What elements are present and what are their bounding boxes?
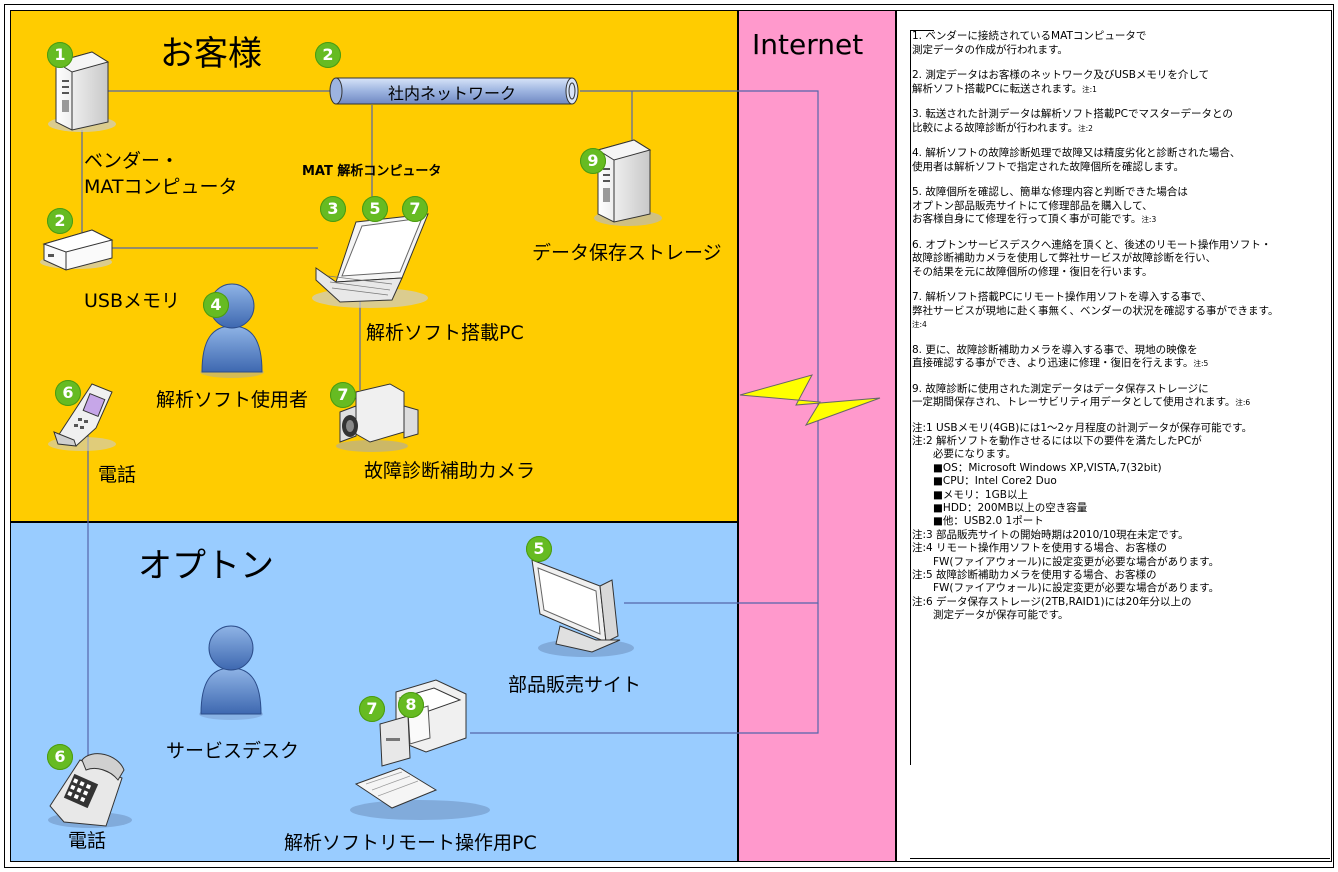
connection-lines [81,90,819,760]
usb-memory-icon [40,229,114,271]
storage-tower-icon [594,139,662,226]
footnote-line: ■メモリ：1GB以上 [912,488,1028,501]
notes-panel [896,10,1332,862]
footnote-line: FW(ファイアウォール)に設定変更が必要な場合があります。 [912,582,1220,595]
note-item-7: 7. 解析ソフト搭載PCにリモート操作用ソフトを導入する事で、 弊社サービスが現… [912,291,1279,329]
notes-top-line [910,30,934,31]
service-desk-person-icon [199,625,263,720]
line-internet-remote [470,603,819,734]
note-item-8: 8. 更に、故障診断補助カメラを導入する事で、現地の映像を 直接確認する事ができ… [912,343,1209,370]
badge-user: 4 [203,292,229,318]
remote-pc-label: 解析ソフトリモート操作用PC [284,832,537,854]
note-item-1: 1. ベンダーに接続されているMATコンピュータで 測定データの作成が行われます… [912,30,1147,56]
vendor-pc-label-line2: MATコンピュータ [84,176,238,198]
footnote-line: ■OS：Microsoft Windows XP,VISTA,7(32bit) [912,461,1162,474]
internet-zone-title: Internet [752,28,864,61]
badge-analysis-pc-5: 5 [362,196,388,222]
camera-icon [336,383,419,452]
badge-storage: 9 [580,148,606,174]
badge-parts-site: 5 [526,536,552,562]
footnote-line: ■他：USB2.0 1ポート [912,515,1044,528]
mat-analysis-label: MAT 解析コンピュータ [302,164,442,179]
footnotes: 注:1 USBメモリ(4GB)には1～2ヶ月程度の計測データが保存可能です。 注… [912,422,1330,623]
footnote-line: 測定データが保存可能です。 [912,609,1069,622]
note-item-3: 3. 転送された計測データは解析ソフト搭載PCでマスターデータとの 比較による故… [912,108,1233,134]
network-pipe-icon [329,77,579,105]
footnote-line: 注:6 データ保存ストレージ(2TB,RAID1)には20年分以上の [912,595,1192,608]
data-storage-label: データ保存ストレージ [532,242,722,264]
notes-bottom-line [910,858,1330,859]
service-desk-label: サービスデスク [166,740,300,762]
footnote-line: 注:5 故障診断補助カメラを使用する場合、お客様の [912,568,1157,581]
notes-list: 1. ベンダーに接続されているMATコンピュータで 測定データの作成が行われます… [912,30,1330,623]
mobile-phone-icon [48,383,116,451]
footnote-line: 必要になります。 [912,448,1016,461]
note-item-4: 4. 解析ソフトの故障診断処理で故障又は精度劣化と診断された場合、 使用者は解析… [912,147,1241,173]
badge-vendor-pc: 1 [47,42,73,68]
footnote-line: 注:4 リモート操作用ソフトを使用する場合、お客様の [912,542,1168,555]
badge-camera: 7 [330,382,356,408]
customer-zone-title: お客様 [160,34,262,74]
line-internet-parts [624,378,819,604]
note-item-5: 5. 故障個所を確認し、簡単な修理内容と判断できた場合は オプトン部品販売サイト… [912,186,1188,225]
footnote-line: 注:2 解析ソフトを動作させるには以下の要件を満たしたPCが [912,434,1202,447]
note-item-9: 9. 故障診断に使用された測定データはデータ保存ストレージに 一定期間保存され、… [912,382,1251,409]
laptop-icon [312,213,429,308]
line-network-internet [580,90,819,378]
optone-zone-title: オプトン [138,546,274,586]
badge-phone-customer: 6 [55,380,81,406]
badge-analysis-pc-3: 3 [320,196,346,222]
badge-network: 2 [315,42,341,68]
notes-left-line [910,30,911,765]
footnote-line: ■HDD：200MB以上の空き容量 [912,501,1088,514]
internet-zone [738,10,896,862]
note-item-2: 2. 測定データはお客様のネットワーク及びUSBメモリを介して 解析ソフト搭載P… [912,69,1210,95]
usb-memory-label: USBメモリ [84,290,181,312]
camera-label: 故障診断補助カメラ [364,460,536,482]
lightning-icon [739,374,881,426]
badge-remote-pc-8: 8 [398,692,424,718]
footnote-line: FW(ファイアウォール)に設定変更が必要な場合があります。 [912,555,1220,568]
vendor-pc-tower-icon [48,51,116,132]
phone-optone-label: 電話 [68,830,107,852]
footnote-line: 注:3 部品販売サイトの開始時期は2010/10現在未定です。 [912,528,1189,541]
footnote-line: 注:1 USBメモリ(4GB)には1～2ヶ月程度の計測データが保存可能です。 [912,421,1253,434]
analysis-user-label: 解析ソフト使用者 [156,389,309,411]
badge-usb: 2 [47,208,73,234]
vendor-pc-label-line1: ベンダー・ [84,150,180,172]
monitor-icon [531,559,634,657]
badge-analysis-pc-7: 7 [402,196,428,222]
footnote-line: ■CPU：Intel Core2 Duo [912,475,1057,488]
note-item-6: 6. オプトンサービスデスクへ連絡を頂くと、後述のリモート操作用ソフト・ 故障診… [912,238,1272,278]
phone-customer-label: 電話 [98,464,137,486]
analysis-pc-label: 解析ソフト搭載PC [366,322,524,344]
badge-remote-pc-7: 7 [359,696,385,722]
network-pipe-label: 社内ネットワーク [388,84,517,103]
badge-phone-optone: 6 [47,744,73,770]
desk-phone-icon [48,753,132,828]
parts-site-label: 部品販売サイト [508,674,642,696]
